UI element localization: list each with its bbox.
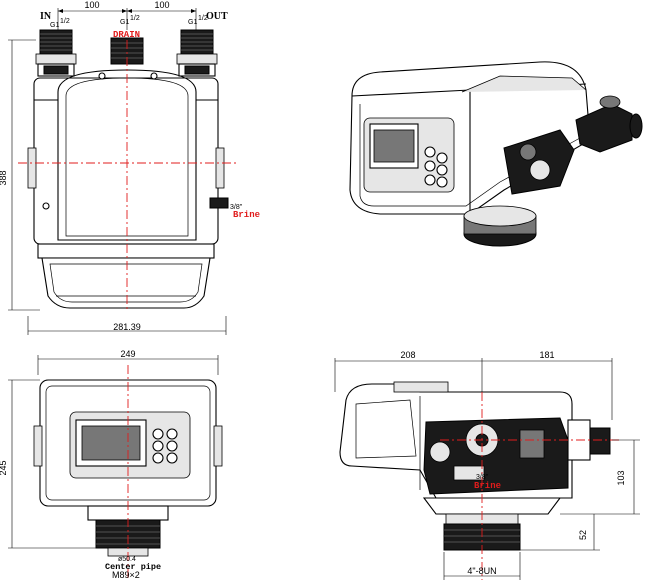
front-width-dim: 281.39 [113, 322, 141, 332]
outlet-fitting [176, 29, 218, 77]
front-brine-size: 3/8" [230, 204, 243, 211]
center-pipe-label: Center pipe [105, 562, 161, 572]
side-brine-size: 3/8" [476, 474, 489, 481]
isometric-view [349, 61, 643, 247]
side-dim-right: 181 [539, 350, 554, 360]
bottom-height-dim: 245 [0, 460, 8, 475]
inlet-fitting [35, 29, 77, 77]
side-dim-52: 52 [578, 530, 588, 540]
label-in: IN [40, 11, 52, 22]
label-drain: DRAIN [113, 30, 140, 40]
bottom-width-dim: 249 [120, 349, 135, 359]
side-thread-label: 4"-8UN [467, 566, 496, 576]
bottom-view: 249 245 ø50.4 Center pipe M89×2 [0, 349, 223, 580]
side-dim-103: 103 [616, 470, 626, 485]
side-view: 208 181 3/8" Brine 103 [334, 350, 640, 580]
thread-drain: G1 [120, 19, 129, 26]
thread-drain-fraction: 1/2 [130, 15, 140, 22]
front-view: 100 100 IN OUT G1 G1 G1 DRAIN [0, 0, 260, 335]
center-pipe-dim: ø50.4 [118, 556, 136, 563]
label-out: OUT [206, 11, 228, 22]
thread-in: G1 [50, 22, 59, 29]
dim-top-right: 100 [154, 0, 169, 10]
front-height-dim: 388 [0, 170, 8, 185]
side-dim-left: 208 [400, 350, 415, 360]
thread-in-fraction: 1/2 [60, 18, 70, 25]
bottom-thread-label: M89×2 [112, 570, 140, 580]
thread-out-fraction: 1/2 [198, 15, 208, 22]
dim-top-left: 100 [84, 0, 99, 10]
front-brine-label: Brine [233, 210, 260, 220]
side-brine-label: Brine [474, 481, 501, 491]
thread-out: G1 [188, 19, 197, 26]
